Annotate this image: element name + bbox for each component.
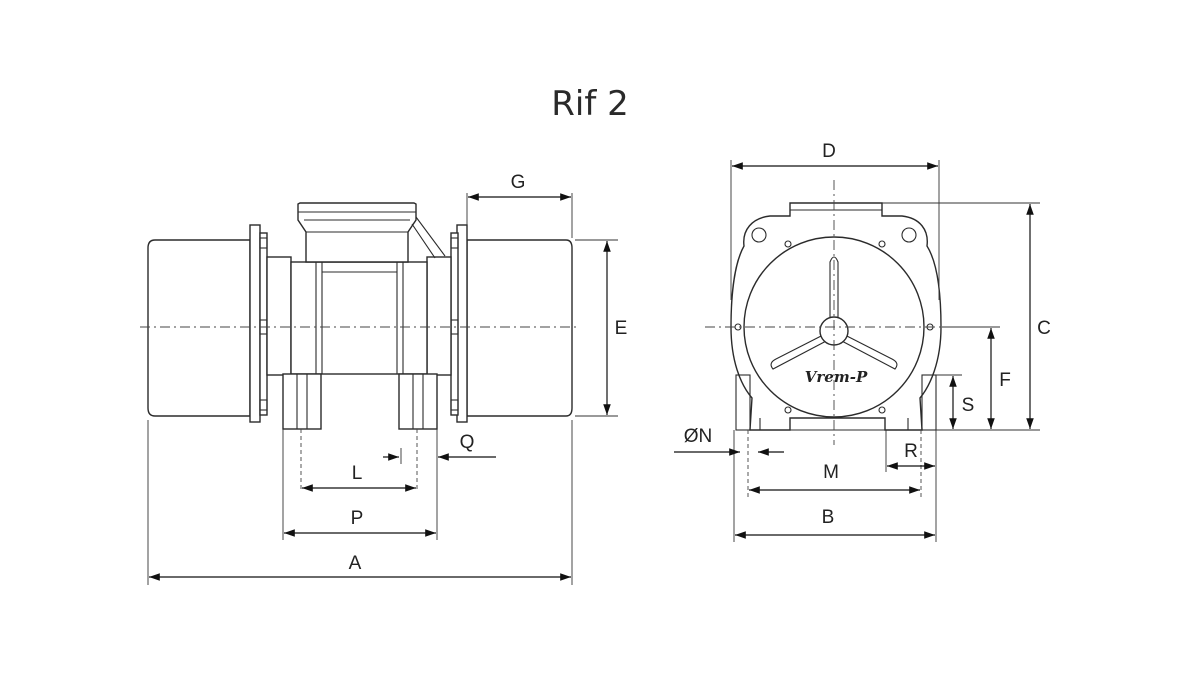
side-view: A P L Q G E (140, 172, 627, 585)
right-ear-hole (901, 227, 917, 243)
front-view: Vrem-P D C F S R M (674, 141, 1051, 542)
right-end-cap (466, 239, 573, 417)
dim-label-E: E (615, 318, 628, 339)
dim-label-C: C (1037, 318, 1051, 339)
dim-label-R: R (904, 441, 918, 462)
right-hub (426, 256, 452, 376)
dim-label-B: B (822, 507, 835, 528)
left-ear-hole (751, 227, 767, 243)
dim-label-N: ØN (684, 426, 713, 447)
dim-label-Q: Q (460, 432, 475, 453)
right-flange-ring (450, 232, 459, 416)
dim-label-A: A (349, 553, 362, 574)
left-end-cap (147, 239, 251, 417)
left-hub (266, 256, 292, 376)
dim-label-L: L (352, 463, 363, 484)
motor-housing (290, 261, 428, 375)
dim-label-F: F (999, 370, 1011, 391)
left-flange (249, 224, 261, 423)
dim-label-G: G (511, 172, 526, 193)
right-foot (398, 373, 438, 430)
dim-label-M: M (823, 462, 839, 483)
brand-logo: Vrem-P (805, 368, 868, 386)
drawing-title: Rif 2 (551, 84, 629, 124)
dim-label-S: S (962, 395, 975, 416)
dim-label-D: D (822, 141, 836, 162)
left-foot (282, 373, 322, 430)
dim-label-P: P (351, 508, 364, 529)
left-flange-ring (259, 232, 268, 416)
